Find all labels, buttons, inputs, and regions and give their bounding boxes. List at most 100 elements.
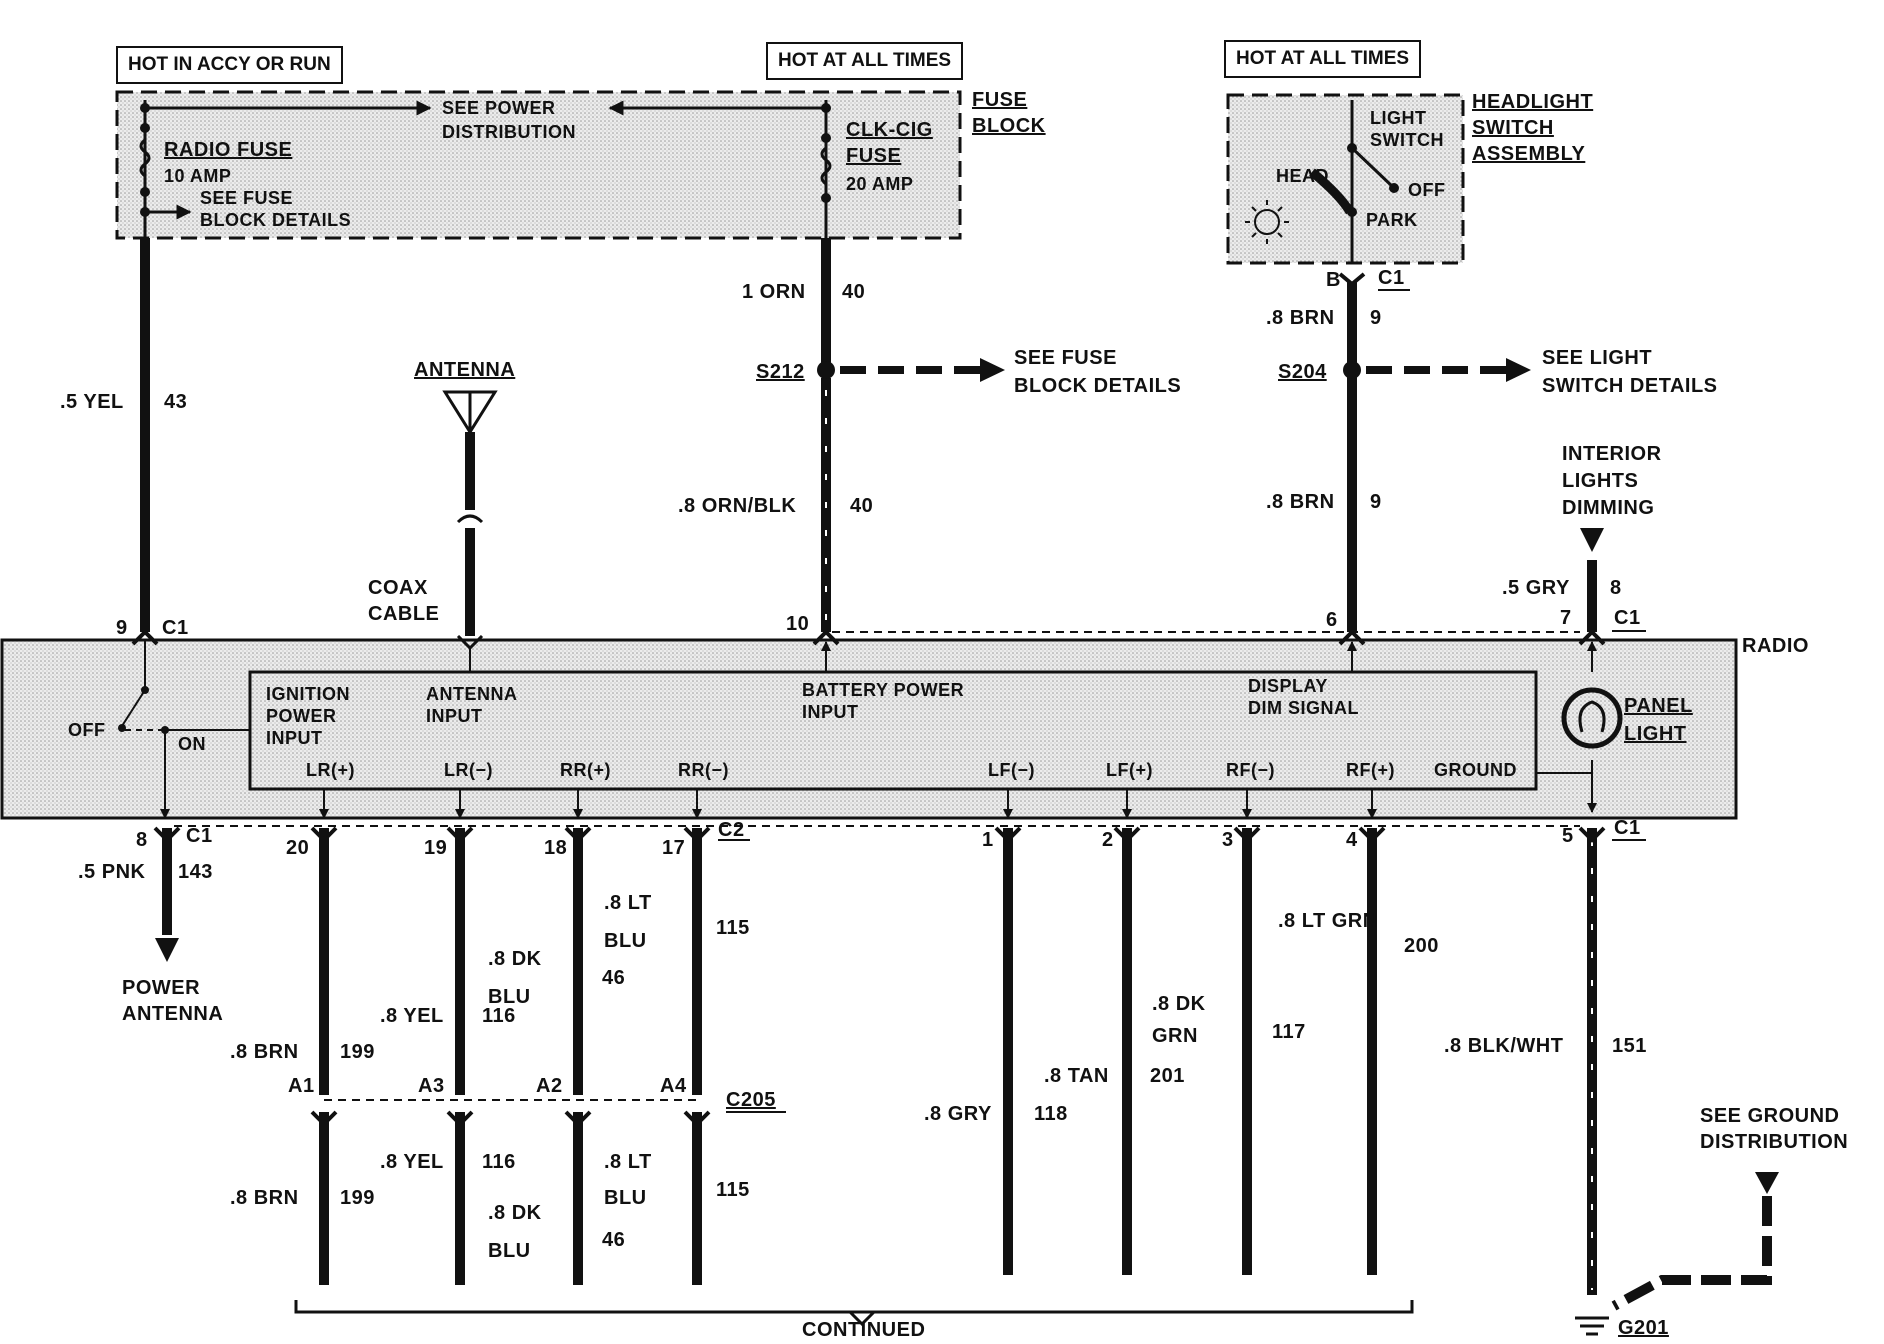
hot-all-times-box-2: HOT AT ALL TIMES <box>1224 40 1422 78</box>
coax-label-1: COAX <box>368 577 428 599</box>
splice-s212: S212 <box>756 361 805 383</box>
headlight-switch-box <box>1226 93 1465 265</box>
s212-see-1: SEE FUSE <box>1014 347 1117 369</box>
pin-c1-gnd: C1 <box>1614 817 1641 839</box>
wire-label: .5 PNK <box>78 861 146 883</box>
battery-input-2: INPUT <box>802 702 859 722</box>
wire-label: .8 LT BLU <box>604 1151 652 1209</box>
wire-label: .8 DK BLU <box>488 948 542 1008</box>
radio-inner-box <box>248 670 1538 791</box>
see-ground-2: DISTRIBUTION <box>1700 1131 1849 1153</box>
wire-label: 1 ORN <box>742 281 806 303</box>
ignition-off: OFF <box>68 720 106 740</box>
display-dim-2: DIM SIGNAL <box>1248 698 1359 718</box>
speaker-lr-plus: LR(+) <box>306 760 355 780</box>
see-fuse-block-details-2: BLOCK DETAILS <box>200 210 352 230</box>
wire-label: .8 YEL <box>380 1151 444 1173</box>
pin-10: 10 <box>786 613 810 635</box>
clk-fuse-amp: 20 AMP <box>846 174 914 194</box>
speaker-rr-minus: RR(−) <box>678 760 729 780</box>
c205-a1: A1 <box>288 1075 315 1097</box>
pin-19: 19 <box>424 837 448 859</box>
wire-circuit: 9 <box>1370 307 1382 329</box>
antenna-input-2: INPUT <box>426 706 483 726</box>
wire-label: .8 YEL <box>380 1005 444 1027</box>
wire-label: .8 BRN <box>230 1187 299 1209</box>
interior-dimming-1: INTERIOR <box>1562 443 1662 465</box>
clk-cig-label: CLK-CIG <box>846 119 933 141</box>
speaker-lf-minus: LF(−) <box>988 760 1035 780</box>
pin-4: 4 <box>1346 829 1358 851</box>
hot-accy-run-box: HOT IN ACCY OR RUN <box>116 46 343 84</box>
wire-circuit: 40 <box>842 281 866 303</box>
radio-fuse-label: RADIO FUSE <box>164 139 293 161</box>
wire-circuit: 8 <box>1610 577 1622 599</box>
pin-6: 6 <box>1326 609 1338 631</box>
speaker-lr-minus: LR(−) <box>444 760 493 780</box>
s204-see-2: SWITCH DETAILS <box>1542 375 1718 397</box>
ignition-input-2: POWER <box>266 706 337 726</box>
c205-a4: A4 <box>660 1075 687 1097</box>
s212-see-2: BLOCK DETAILS <box>1014 375 1182 397</box>
antenna-label: ANTENNA <box>414 359 516 381</box>
wire-circuit: 9 <box>1370 491 1382 513</box>
panel-light-1: PANEL <box>1624 695 1693 717</box>
pin-9: 9 <box>116 617 128 639</box>
wire-circuit: 201 <box>1150 1065 1185 1087</box>
wire-circuit: 199 <box>340 1187 375 1209</box>
wire-label: .8 BRN <box>1266 307 1335 329</box>
wire-circuit: 117 <box>1272 1021 1306 1043</box>
fuse-block <box>115 90 962 240</box>
pin-8: 8 <box>136 829 148 851</box>
headlight-switch-label-2: SWITCH <box>1472 117 1554 139</box>
light-switch-label-1: LIGHT <box>1370 108 1427 128</box>
radio-label: RADIO <box>1742 635 1809 657</box>
wire-circuit: 143 <box>178 861 213 883</box>
pin-1: 1 <box>982 829 994 851</box>
radio-ground: GROUND <box>1434 760 1517 780</box>
wire-circuit: 116 <box>482 1005 516 1027</box>
wire-circuit: 200 <box>1404 935 1439 957</box>
wire-label: .8 LT BLU <box>604 892 652 952</box>
pin-18: 18 <box>544 837 568 859</box>
wire-label: .8 BRN <box>230 1041 299 1063</box>
coax-label-2: CABLE <box>368 603 440 625</box>
c205-a2: A2 <box>536 1075 563 1097</box>
wire-label: .8 DK GRN <box>1152 993 1206 1047</box>
display-dim-1: DISPLAY <box>1248 676 1328 696</box>
wire-label: .8 BLK/WHT <box>1444 1035 1564 1057</box>
interior-dimming-3: DIMMING <box>1562 497 1655 519</box>
see-power-distribution-2: DISTRIBUTION <box>442 122 576 142</box>
wire-circuit: 116 <box>482 1151 516 1173</box>
wire-circuit: 46 <box>602 1229 626 1251</box>
wire-circuit: 118 <box>1034 1103 1068 1125</box>
hot-all-times-box-1: HOT AT ALL TIMES <box>766 42 964 80</box>
radio-fuse-amp: 10 AMP <box>164 166 232 186</box>
pin-2: 2 <box>1102 829 1114 851</box>
pin-c1-ign: C1 <box>162 617 189 639</box>
park-label: PARK <box>1366 210 1418 230</box>
c205-a3: A3 <box>418 1075 445 1097</box>
wire-label: .8 DK BLU <box>488 1202 542 1262</box>
see-fuse-block-details-1: SEE FUSE <box>200 188 294 208</box>
panel-light-2: LIGHT <box>1624 723 1687 745</box>
fuse-block-label-1: FUSE <box>972 89 1028 111</box>
headlight-switch-label-1: HEADLIGHT <box>1472 91 1594 113</box>
battery-input-1: BATTERY POWER <box>802 680 965 700</box>
headlight-pin-b: B <box>1326 269 1341 291</box>
wire-circuit: 43 <box>164 391 188 413</box>
clk-fuse-label: FUSE <box>846 145 902 167</box>
power-antenna-2: ANTENNA <box>122 1003 224 1025</box>
wire-circuit: 151 <box>1612 1035 1647 1057</box>
fuse-block-label-2: BLOCK <box>972 115 1046 137</box>
wire-circuit: 115 <box>716 1179 750 1201</box>
off-label: OFF <box>1408 180 1446 200</box>
wire-circuit: 40 <box>850 495 874 517</box>
wire-circuit: 199 <box>340 1041 375 1063</box>
pin-c1-pnk: C1 <box>186 825 213 847</box>
speaker-rf-minus: RF(−) <box>1226 760 1275 780</box>
power-antenna-1: POWER <box>122 977 201 999</box>
head-label: HEAD <box>1276 166 1330 186</box>
pin-c1-dim: C1 <box>1614 607 1641 629</box>
